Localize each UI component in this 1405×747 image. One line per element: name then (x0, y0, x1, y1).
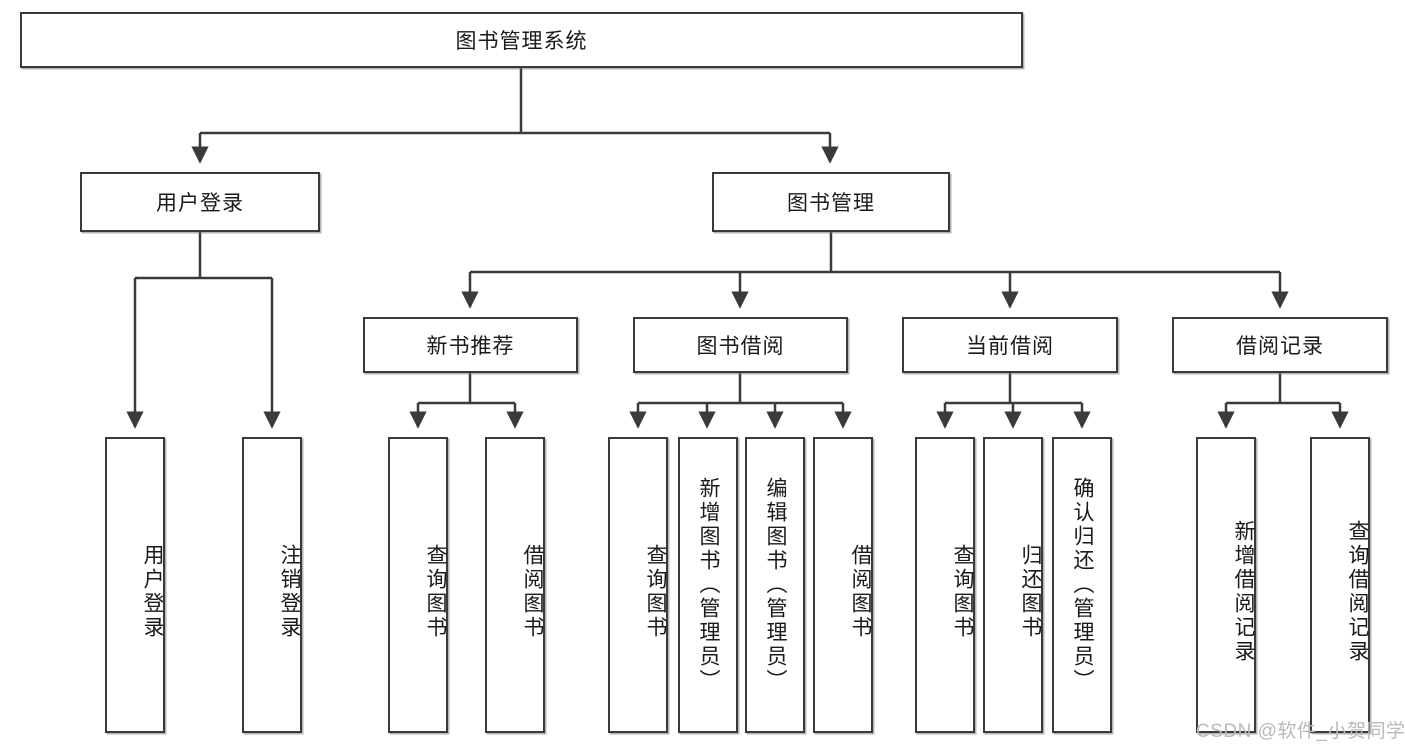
node-current-borrow[interactable]: 当前借阅 (902, 317, 1118, 373)
node-label: 借阅记录 (1236, 335, 1324, 358)
node-label: 新增图书（管理员） (697, 477, 721, 693)
node-leaf-borrow-book-rec[interactable]: 借阅图书 (485, 437, 545, 733)
node-user-login[interactable]: 用户登录 (80, 172, 320, 232)
node-label: 查询图书 (424, 544, 447, 640)
node-label: 新书推荐 (426, 335, 515, 358)
node-label: 新增借阅记录 (1232, 520, 1255, 664)
node-label: 注销登录 (278, 544, 301, 640)
node-label: 图书借阅 (696, 335, 785, 358)
node-label: 用户登录 (156, 192, 244, 215)
node-label: 查询图书 (644, 544, 667, 640)
node-leaf-add-record[interactable]: 新增借阅记录 (1196, 437, 1256, 733)
node-label: 归还图书 (1019, 544, 1042, 640)
node-leaf-return-book[interactable]: 归还图书 (983, 437, 1043, 733)
node-label: 确认归还（管理员） (1071, 477, 1095, 693)
node-book-manage[interactable]: 图书管理 (712, 172, 950, 232)
node-leaf-query-book-rec[interactable]: 查询图书 (388, 437, 448, 733)
node-label: 查询借阅记录 (1346, 520, 1369, 664)
watermark-text: CSDN @软件_小贺同学 (1196, 721, 1405, 742)
node-label: 用户登录 (141, 544, 164, 640)
node-label: 当前借阅 (966, 335, 1054, 358)
node-label: 借阅图书 (521, 544, 544, 640)
node-leaf-query-book-borrow[interactable]: 查询图书 (608, 437, 668, 733)
node-root-system[interactable]: 图书管理系统 (20, 12, 1023, 68)
node-borrow-record[interactable]: 借阅记录 (1172, 317, 1388, 373)
node-leaf-query-record[interactable]: 查询借阅记录 (1310, 437, 1370, 733)
node-leaf-borrow-book[interactable]: 借阅图书 (813, 437, 873, 733)
node-leaf-query-book-current[interactable]: 查询图书 (915, 437, 975, 733)
node-book-borrow[interactable]: 图书借阅 (633, 317, 848, 373)
node-leaf-logout[interactable]: 注销登录 (242, 437, 302, 733)
node-label: 图书管理 (787, 192, 875, 215)
node-label: 图书管理系统 (455, 30, 588, 53)
node-leaf-confirm-return[interactable]: 确认归还（管理员） (1052, 437, 1112, 733)
node-leaf-user-login[interactable]: 用户登录 (105, 437, 165, 733)
node-new-book-rec[interactable]: 新书推荐 (363, 317, 578, 373)
node-label: 编辑图书（管理员） (764, 477, 788, 693)
node-leaf-edit-book[interactable]: 编辑图书（管理员） (745, 437, 805, 733)
node-label: 借阅图书 (849, 544, 872, 640)
node-label: 查询图书 (951, 544, 974, 640)
node-leaf-add-book[interactable]: 新增图书（管理员） (678, 437, 738, 733)
